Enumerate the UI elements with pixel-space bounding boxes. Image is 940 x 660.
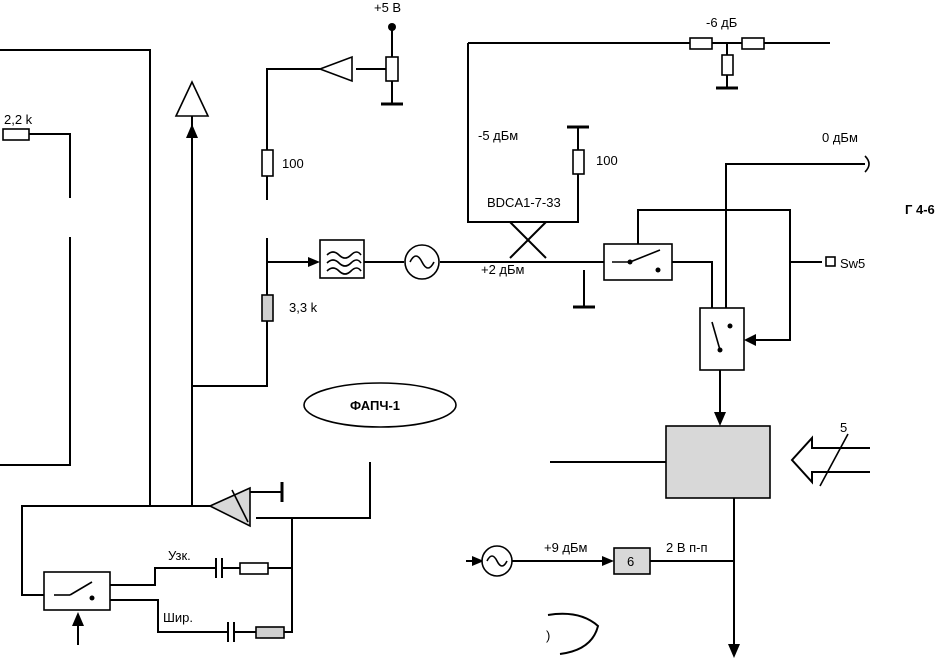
arrow-up-icon [186, 124, 198, 138]
label-r100-left: 100 [282, 156, 304, 171]
potentiometer [385, 56, 399, 82]
arrow-up-icon-2 [72, 612, 84, 626]
label-minus5: -5 дБм [478, 128, 518, 143]
label-supply: +5 В [374, 0, 401, 15]
label-0dbm: 0 дБм [822, 130, 858, 145]
wire-2k2-lower [0, 237, 71, 466]
switch1-blade [629, 249, 661, 263]
label-3k3: 3,3 k [289, 300, 318, 315]
resistor-3k3 [261, 294, 274, 322]
loop-amplifier-icon [208, 486, 251, 528]
wide-path-wire [110, 599, 228, 633]
label-plus9: +9 дБм [544, 540, 588, 555]
loop-return-wire [21, 505, 210, 596]
switch2-pivot-icon [717, 347, 723, 353]
label-narrow: Узк. [168, 548, 191, 563]
attenuator-r1 [689, 37, 713, 50]
filter-wave-icon [326, 251, 362, 259]
attenuator-r3 [721, 54, 734, 76]
vertical-amplifier-icon [174, 80, 210, 117]
lowpass-filter [319, 239, 365, 279]
label-divider: 6 [627, 554, 634, 569]
mixer-cross-2 [509, 221, 547, 259]
ellipse-mark: ) [546, 628, 550, 643]
left-amplifier-icon [317, 55, 353, 83]
switch1-contact-icon [655, 267, 661, 273]
attenuator-r2 [741, 37, 765, 50]
label-attenuator: -6 дБ [706, 15, 737, 30]
resistor-2k2 [2, 128, 30, 141]
sine-icon [409, 255, 435, 269]
label-r100-term: 100 [596, 153, 618, 168]
pll-chip-block [665, 425, 771, 499]
label-2k2: 2,2 k [4, 112, 33, 127]
amp-out-wire [266, 68, 320, 150]
label-vpp: 2 В п-п [666, 540, 708, 555]
sw5-terminal [825, 256, 836, 267]
resistor-100-term [572, 149, 585, 175]
label-g46: Г 4-6 [905, 202, 935, 217]
loopsw-contact-icon [89, 595, 95, 601]
wire-2k2-upper [29, 133, 71, 198]
filter-wave-icon-2 [326, 259, 362, 267]
loopsw-blade [69, 581, 93, 596]
arrow-right-icon-3 [602, 556, 614, 566]
switch2-control-wire [748, 262, 791, 341]
left-outer-wire [0, 49, 151, 505]
resistor-wide [255, 626, 285, 639]
narrow-path-wire [110, 567, 216, 586]
arrow-left-icon [744, 334, 756, 346]
switch-control-wire [637, 209, 822, 263]
arrow-right-icon-2 [472, 556, 484, 566]
amp-slash-icon [231, 489, 249, 523]
connector-icon [864, 155, 870, 173]
resistor-100-left [261, 149, 274, 177]
pll-label-ellipse [303, 382, 457, 428]
filter-wave-icon-3 [326, 267, 362, 275]
label-sw5: Sw5 [840, 256, 865, 271]
label-pll: ФАПЧ-1 [350, 398, 400, 413]
mixer-bus-wire [467, 43, 579, 223]
resistor-narrow [239, 562, 269, 575]
switch1-out-wire [672, 261, 713, 308]
arrow-right-icon [308, 257, 320, 267]
lower-ellipse-arc [547, 612, 600, 655]
rf-switch-2 [699, 307, 745, 371]
ref-sine-icon [486, 555, 508, 567]
ref-input-wire [725, 163, 865, 315]
label-plus2: +2 дБм [481, 262, 525, 277]
arrow-down-icon [714, 412, 726, 426]
bus-arrow-icon [790, 435, 870, 485]
bus-slash-icon [819, 433, 849, 487]
switch2-blade [711, 321, 721, 351]
switch1-pivot-icon [627, 259, 633, 265]
label-wide: Шир. [163, 610, 193, 625]
arrow-down-icon-2 [728, 644, 740, 658]
label-mixer: BDCA1-7-33 [487, 195, 561, 210]
wide-out-wire [284, 518, 293, 633]
switch2-contact-icon [727, 323, 733, 329]
label-bus: 5 [840, 420, 847, 435]
loop-feed-wire [256, 462, 371, 519]
